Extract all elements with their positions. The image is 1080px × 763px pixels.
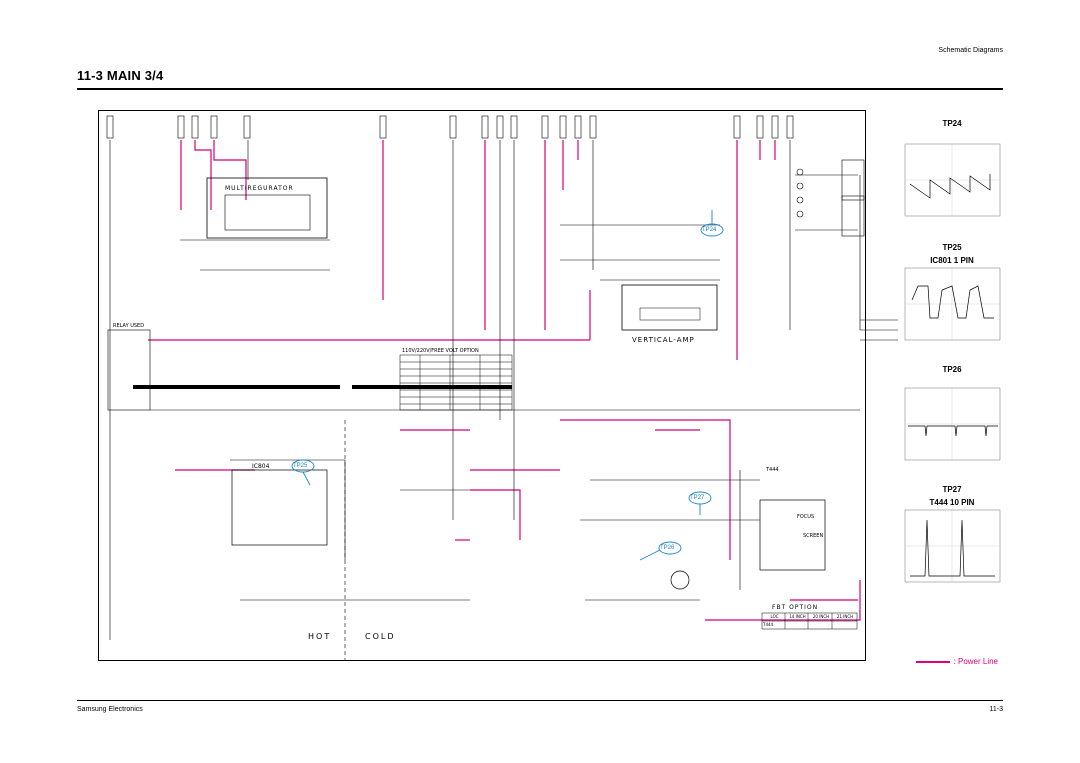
- power-line-legend: : Power Line: [915, 657, 998, 666]
- cold-label: COLD: [365, 632, 396, 641]
- panel-tp27-title: TP27: [942, 485, 962, 494]
- ic804-label: IC804: [252, 463, 270, 470]
- volt-option-table: [399, 354, 513, 411]
- tp25-marker-label: TP25: [293, 463, 308, 469]
- panel-tp27-subtitle: T444 10 PIN: [929, 498, 975, 507]
- page-title: 11-3 MAIN 3/4: [77, 68, 164, 83]
- fbt-col-20: 20 INCH: [812, 614, 830, 619]
- tp26-marker-label: TP26: [660, 545, 675, 551]
- top-connectors: [106, 115, 794, 139]
- fbt-col-loc: LOC: [770, 614, 779, 619]
- power-lines: [148, 140, 861, 621]
- test-point-markers: [291, 210, 724, 561]
- screen-label: SCREEN: [803, 533, 824, 539]
- header-category: Schematic Diagrams: [938, 47, 1003, 54]
- panel-tp26-title: TP26: [942, 365, 962, 374]
- panel-tp25-subtitle: IC801 1 PIN: [930, 256, 974, 265]
- fbt-col-21: 21 INCH: [836, 614, 854, 619]
- scope-frames: [904, 143, 1001, 583]
- vertical-amp-block: [621, 284, 718, 331]
- focus-label: FOCUS: [797, 514, 815, 520]
- tp27-marker-label: TP27: [690, 495, 705, 501]
- schematic-frame: [98, 110, 866, 661]
- title-rule: [77, 88, 1003, 90]
- footer-rule: [77, 700, 1003, 701]
- fbt-option-table: [761, 612, 858, 630]
- fbt-col-14: 14 INCH: [789, 614, 806, 619]
- fbt-table-ref: T444: [763, 622, 774, 627]
- panel-tp24-title: TP24: [942, 119, 962, 128]
- panel-tp25-title: TP25: [942, 243, 962, 252]
- power-line-swatch: [915, 660, 950, 663]
- multiregulator-label: MULTIREGURATOR: [225, 185, 294, 192]
- multiregulator-block: [206, 177, 328, 239]
- footer-company: Samsung Electronics: [77, 706, 143, 713]
- relay-used-label: RELAY USED: [113, 323, 145, 329]
- fbt-table-header: LOC 14 INCH 20 INCH 21 INCH: [763, 614, 858, 619]
- tp24-marker-label: TP24: [702, 227, 717, 233]
- vertical-amp-label: VERTICAL-AMP: [632, 336, 695, 344]
- ic804-block: [231, 469, 328, 546]
- fbt-option-label: FBT OPTION: [772, 604, 819, 611]
- volt-option-label: 110V/220V/FREE VOLT OPTION: [402, 348, 479, 354]
- scope-waveforms: [908, 174, 998, 577]
- power-line-legend-label: : Power Line: [953, 657, 998, 666]
- hot-label: HOT: [308, 632, 332, 641]
- footer-page-number: 11-3: [989, 706, 1004, 713]
- fbt-ref-label: T444: [766, 467, 779, 473]
- fbt-block: [759, 499, 826, 571]
